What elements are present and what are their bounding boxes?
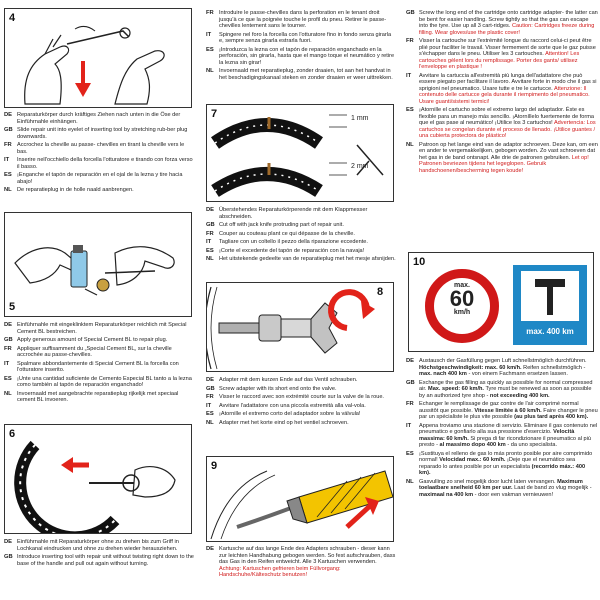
adapter-valve-illustration [207, 286, 375, 370]
dimension-2mm-label: 2 mm [351, 163, 369, 170]
dimension-1mm-label: 1 mm [351, 115, 369, 122]
step-5-row-es: ES¡Unte una cantidad suficiente de Cemen… [4, 375, 192, 389]
step-9-figure: 9 [206, 456, 394, 542]
speed-limit-unit: km/h [453, 309, 471, 316]
step-6-number: 6 [9, 428, 16, 440]
cement-application-illustration [14, 245, 175, 296]
step-8-figure: 8 [206, 282, 394, 372]
step-10-figure: 10 max. 60 km/h max. 400 km [408, 252, 594, 352]
step-6-figure: 6 [4, 424, 192, 534]
step-9-warning-de: Achtung: Kartuschen gefrieren beim Füllv… [219, 565, 341, 579]
step-10-row-es: ES¡Sustituya el relleno de gas lo más pr… [406, 450, 593, 477]
tire-insertion-illustration [14, 440, 176, 533]
step-9-row-es: ES¡Atornille el cartucho sobre el extrem… [406, 107, 596, 139]
step-9-warning-it: Attenzione: Il contenuto delle cartucce … [419, 85, 590, 105]
speed-limit-sign: max. 60 km/h [425, 269, 499, 343]
step-5-number: 5 [9, 301, 16, 313]
plug-tool-icon [535, 279, 565, 315]
step-7-number: 7 [211, 108, 218, 120]
step-7-row-es: ES¡Corte el excedente del tapón de repar… [206, 247, 365, 254]
distance-label: max. 400 km [526, 327, 574, 336]
step-4-number: 4 [9, 12, 16, 24]
step-8-number: 8 [377, 286, 384, 298]
step-7-figure: 7 1 mm 2 mm [206, 104, 394, 202]
step-9-warning-gb: Caution: Cartridges freeze during fillin… [419, 23, 595, 36]
tool-sign-panel [521, 271, 579, 321]
step-4-figure: 4 [4, 8, 192, 108]
step-9-number: 9 [211, 460, 218, 472]
hands-inserting-plug-illustration [24, 25, 165, 105]
step-9-row-de: DE Kartusche auf das lange Ende des Adap… [206, 546, 396, 579]
step-6-row-es: ES¡Introduzca la lezna con el tapón de r… [206, 46, 395, 66]
cut-plug-illustration [211, 114, 384, 197]
step-8-row-es: ES¡Atornille el extremo corto del adapta… [206, 411, 361, 417]
step-9-warning-fr: Attention! Les cartouches gèlent lors du… [419, 51, 580, 70]
speed-limit-value: 60 [449, 286, 475, 311]
speed-limit-prefix: max. [454, 282, 470, 289]
step-9-warning-es: Advertencia: Los cartuchos se congelan d… [419, 120, 596, 139]
step-9-warning-nl: Let op! Patronen bevriezen tijdens het l… [419, 154, 589, 174]
step-4-row-es: ES¡Enganche el tapón de reparación en el… [4, 172, 183, 185]
cartridge-illustration [210, 470, 393, 540]
step-9-text: DE Kartusche auf das lange Ende des Adap… [206, 546, 396, 581]
step-5-figure: 5 [4, 212, 192, 317]
step-10-number: 10 [413, 256, 426, 268]
distance-sign: max. 400 km [513, 265, 587, 345]
